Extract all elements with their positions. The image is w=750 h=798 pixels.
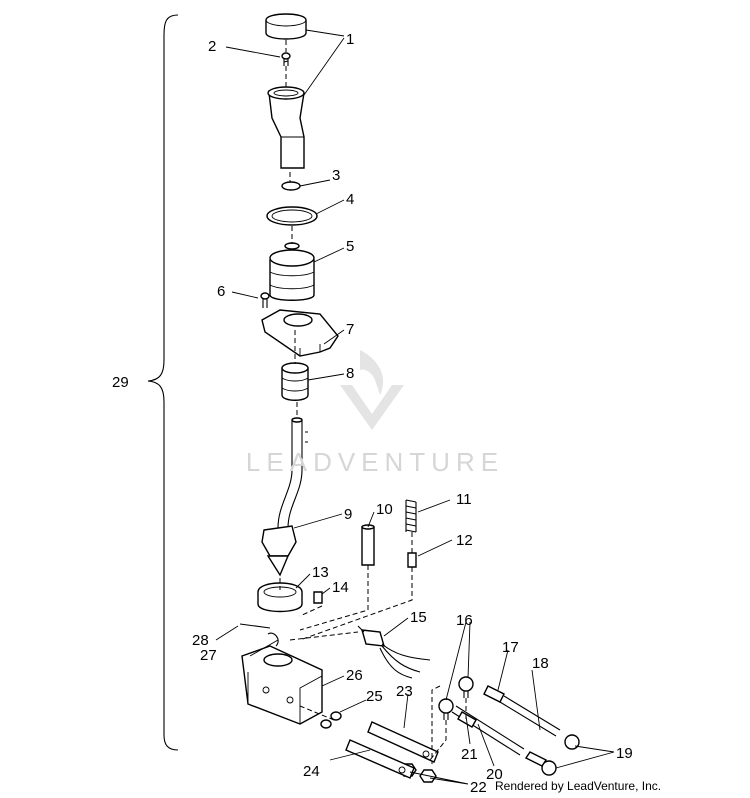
part-pin-10 bbox=[361, 524, 375, 566]
part-bellows-5 bbox=[269, 242, 315, 301]
callout-18: 18 bbox=[532, 655, 549, 672]
part-screw-6 bbox=[260, 292, 270, 308]
callout-25: 25 bbox=[366, 688, 383, 705]
part-ring-3 bbox=[281, 181, 301, 191]
part-linkage-arm-24 bbox=[345, 739, 415, 779]
leader-lines bbox=[215, 29, 615, 785]
watermark-logo bbox=[340, 350, 404, 430]
part-cable-18 bbox=[499, 695, 561, 737]
callout-3: 3 bbox=[332, 167, 340, 184]
callout-6: 6 bbox=[217, 283, 225, 300]
part-washer-25 bbox=[320, 711, 342, 729]
assembly-lines bbox=[279, 40, 467, 764]
callout-28: 28 bbox=[192, 632, 209, 649]
callout-8: 8 bbox=[346, 365, 354, 382]
part-shift-lever-9 bbox=[261, 417, 308, 577]
part-nut-21 bbox=[457, 711, 477, 728]
callout-12: 12 bbox=[456, 532, 473, 549]
part-plate-7 bbox=[261, 309, 339, 357]
callout-11: 11 bbox=[456, 491, 472, 508]
callout-9: 9 bbox=[344, 506, 352, 523]
watermark-text: LEADVENTURE bbox=[245, 447, 505, 477]
callout-19: 19 bbox=[616, 745, 633, 762]
part-screw-2 bbox=[281, 52, 291, 66]
part-linkage-arm-23 bbox=[367, 721, 439, 763]
callout-15: 15 bbox=[410, 609, 427, 626]
part-housing bbox=[241, 645, 323, 725]
callout-23: 23 bbox=[396, 683, 413, 700]
callout-10: 10 bbox=[376, 501, 393, 518]
part-knob-cap bbox=[265, 13, 307, 40]
credit-text: Rendered by LeadVenture, Inc. bbox=[495, 779, 662, 793]
callout-22: 22 bbox=[470, 779, 487, 796]
part-switch-15 bbox=[357, 625, 431, 679]
callout-2: 2 bbox=[208, 38, 216, 55]
part-collar-13 bbox=[257, 582, 303, 613]
callout-4: 4 bbox=[346, 191, 354, 208]
callout-27: 27 bbox=[200, 647, 217, 664]
assembly-brace bbox=[147, 14, 179, 751]
part-ring-4 bbox=[266, 206, 318, 226]
part-spring-8 bbox=[281, 362, 309, 401]
callout-1: 1 bbox=[346, 31, 354, 48]
callout-labels: 1 2 3 4 5 6 7 8 9 10 11 12 13 14 15 16 1… bbox=[112, 31, 633, 796]
callout-5: 5 bbox=[346, 238, 354, 255]
part-plunger-12 bbox=[407, 552, 417, 568]
callout-14: 14 bbox=[332, 579, 349, 596]
callout-16: 16 bbox=[456, 612, 473, 629]
callout-7: 7 bbox=[346, 321, 354, 338]
part-rod-end-17 bbox=[483, 685, 505, 703]
callout-24: 24 bbox=[303, 763, 320, 780]
callout-13: 13 bbox=[312, 564, 329, 581]
part-spring-27 bbox=[267, 632, 279, 647]
part-ball-joint-19 bbox=[524, 734, 580, 776]
part-shift-boot bbox=[267, 86, 305, 169]
callout-20: 20 bbox=[486, 766, 503, 783]
callout-29: 29 bbox=[112, 374, 129, 391]
callout-17: 17 bbox=[502, 639, 519, 656]
part-spring-11 bbox=[405, 499, 417, 533]
callout-26: 26 bbox=[346, 667, 363, 684]
callout-21: 21 bbox=[461, 746, 478, 763]
part-pin-28 bbox=[239, 623, 271, 629]
part-setscrew-14 bbox=[313, 591, 323, 604]
